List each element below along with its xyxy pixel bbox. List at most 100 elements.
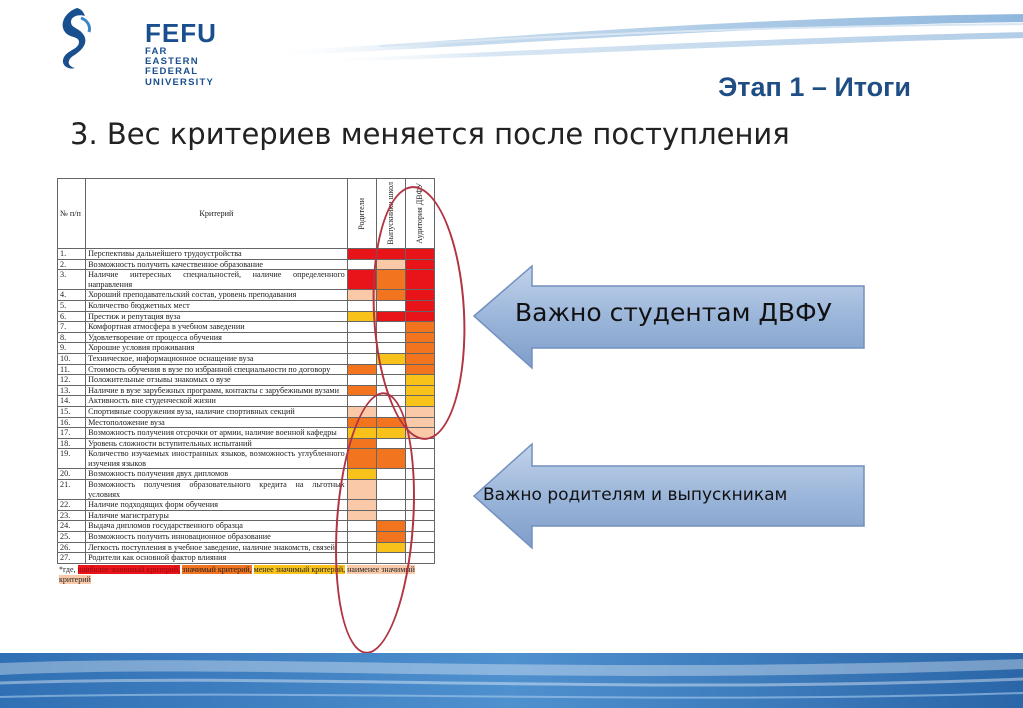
cell-parents-weight <box>346 374 377 386</box>
row-number: 13. <box>56 384 87 397</box>
table-row: 21.Возможность получения образовательног… <box>56 479 436 501</box>
table-row: 17.Возможность получения отсрочки от арм… <box>56 427 436 439</box>
cell-parents-weight <box>346 363 377 376</box>
table-row: 4.Хороший преподавательский состав, уров… <box>56 289 436 301</box>
legend-red: наиболее значимый критерий, <box>77 564 181 574</box>
row-number: 26. <box>56 541 87 554</box>
cell-fefu-weight <box>404 384 436 397</box>
row-number: 11. <box>56 363 87 376</box>
cell-fefu-weight <box>404 416 436 429</box>
row-number: 25. <box>56 531 87 543</box>
logo-fefu: FEFU <box>145 18 217 48</box>
row-criterion: Спортивные сооружения вуза, наличие спор… <box>85 405 348 418</box>
table-row: 12.Положительные отзывы знакомых о вузе <box>56 374 436 386</box>
table-row: 26.Легкость поступления в учебное заведе… <box>56 541 436 554</box>
cell-parents-weight <box>346 384 377 397</box>
cell-parents-weight <box>346 269 377 291</box>
row-criterion: Возможность получить инновационное образ… <box>85 531 348 543</box>
row-criterion: Местоположение вуза <box>85 416 348 429</box>
row-number: 4. <box>56 289 87 301</box>
logo-wordmark: FEFU FAR EASTERN FEDERAL UNIVERSITY <box>145 20 217 87</box>
row-criterion: Количество бюджетных мест <box>85 299 348 312</box>
cell-fefu-weight <box>404 499 436 511</box>
header-fefu: Аудитория ДВФУ <box>404 178 436 249</box>
table-row: 9.Хорошие условия проживания <box>56 342 436 354</box>
fefu-logo: FEFU FAR EASTERN FEDERAL UNIVERSITY <box>55 6 216 87</box>
stage-title: Этап 1 – Итоги <box>718 72 911 102</box>
cell-fefu-weight <box>404 352 436 365</box>
table-row: 8.Удовлетворение от процесса обучения <box>56 331 436 344</box>
row-criterion: Возможность получения отсрочки от армии,… <box>85 427 348 439</box>
row-criterion: Удовлетворение от процесса обучения <box>85 331 348 344</box>
row-number: 9. <box>56 342 87 354</box>
row-number: 3. <box>56 269 87 291</box>
table-row: 14.Активность вне студенческой жизни <box>56 395 436 407</box>
table-row: 13.Наличие в вузе зарубежных программ, к… <box>56 384 436 397</box>
cell-fefu-weight <box>404 363 436 376</box>
row-criterion: Активность вне студенческой жизни <box>85 395 348 407</box>
row-criterion: Хорошие условия проживания <box>85 342 348 354</box>
row-criterion: Возможность получить качественное образо… <box>85 258 348 271</box>
table-row: 1.Перспективы дальнейшего трудоустройств… <box>56 248 436 260</box>
cell-parents-weight <box>346 448 377 470</box>
table-row: 7.Комфортная атмосфера в учебном заведен… <box>56 321 436 333</box>
cell-fefu-weight <box>404 299 436 312</box>
cell-fefu-weight <box>404 427 436 439</box>
row-number: 16. <box>56 416 87 429</box>
cell-fefu-weight <box>404 331 436 344</box>
header-graduates: Выпускники школ <box>375 178 406 249</box>
row-criterion: Перспективы дальнейшего трудоустройства <box>85 248 348 260</box>
arrow-parents <box>472 442 865 550</box>
arrow-students-label: Важно студентам ДВФУ <box>515 298 832 327</box>
row-number: 14. <box>56 395 87 407</box>
row-criterion: Родители как основной фактор влияния <box>85 552 348 564</box>
cell-fefu-weight <box>404 395 436 407</box>
row-number: 17. <box>56 427 87 439</box>
logo-line-2: FEDERAL <box>145 66 199 77</box>
cell-fefu-weight <box>404 448 436 470</box>
cell-parents-weight <box>346 258 377 271</box>
row-criterion: Хороший преподавательский состав, уровен… <box>85 289 348 301</box>
header-parents-label: Родители <box>356 197 366 230</box>
cell-fefu-weight <box>404 374 436 386</box>
cell-fefu-weight <box>404 321 436 333</box>
header-criterion: Критерий <box>85 178 348 249</box>
row-number: 10. <box>56 352 87 365</box>
row-number: 12. <box>56 374 87 386</box>
row-number: 20. <box>56 468 87 481</box>
cell-parents-weight <box>346 321 377 333</box>
cell-fefu-weight <box>404 289 436 301</box>
cell-parents-weight <box>346 248 377 260</box>
row-number: 15. <box>56 405 87 418</box>
row-number: 7. <box>56 321 87 333</box>
row-criterion: Наличие интересных специальностей, налич… <box>85 269 348 291</box>
row-criterion: Наличие подходящих форм обучения <box>85 499 348 511</box>
row-criterion: Выдача дипломов государственного образца <box>85 520 348 533</box>
cell-fefu-weight <box>404 342 436 354</box>
row-number: 27. <box>56 552 87 564</box>
row-criterion: Количество изучаемых иностранных языков,… <box>85 448 348 470</box>
row-criterion: Возможность получения образовательного к… <box>85 479 348 501</box>
row-criterion: Положительные отзывы знакомых о вузе <box>85 374 348 386</box>
cell-fefu-weight <box>404 405 436 418</box>
row-criterion: Легкость поступления в учебное заведение… <box>85 541 348 554</box>
row-criterion: Стоимость обучения в вузе по избранной с… <box>85 363 348 376</box>
cell-fefu-weight <box>404 552 436 564</box>
row-number: 24. <box>56 520 87 533</box>
table-row: 3.Наличие интересных специальностей, нал… <box>56 269 436 291</box>
table-row: 10.Техническое, информационное оснащение… <box>56 352 436 365</box>
table-row: 5.Количество бюджетных мест <box>56 299 436 312</box>
row-number: 5. <box>56 299 87 312</box>
table-row: 15.Спортивные сооружения вуза, наличие с… <box>56 405 436 418</box>
row-number: 19. <box>56 448 87 470</box>
row-number: 1. <box>56 248 87 260</box>
row-criterion: Наличие магистратуры <box>85 509 348 522</box>
table-row: 16.Местоположение вуза <box>56 416 436 429</box>
table-row: 19.Количество изучаемых иностранных язык… <box>56 448 436 470</box>
criteria-table: № п/п Критерий Родители Выпускники школ … <box>56 178 436 564</box>
row-number: 18. <box>56 437 87 450</box>
cell-graduates-weight <box>375 269 406 291</box>
seahorse-logo-icon <box>62 8 91 69</box>
table-header-row: № п/п Критерий Родители Выпускники школ … <box>56 178 436 249</box>
table-row: 2.Возможность получить качественное обра… <box>56 258 436 271</box>
